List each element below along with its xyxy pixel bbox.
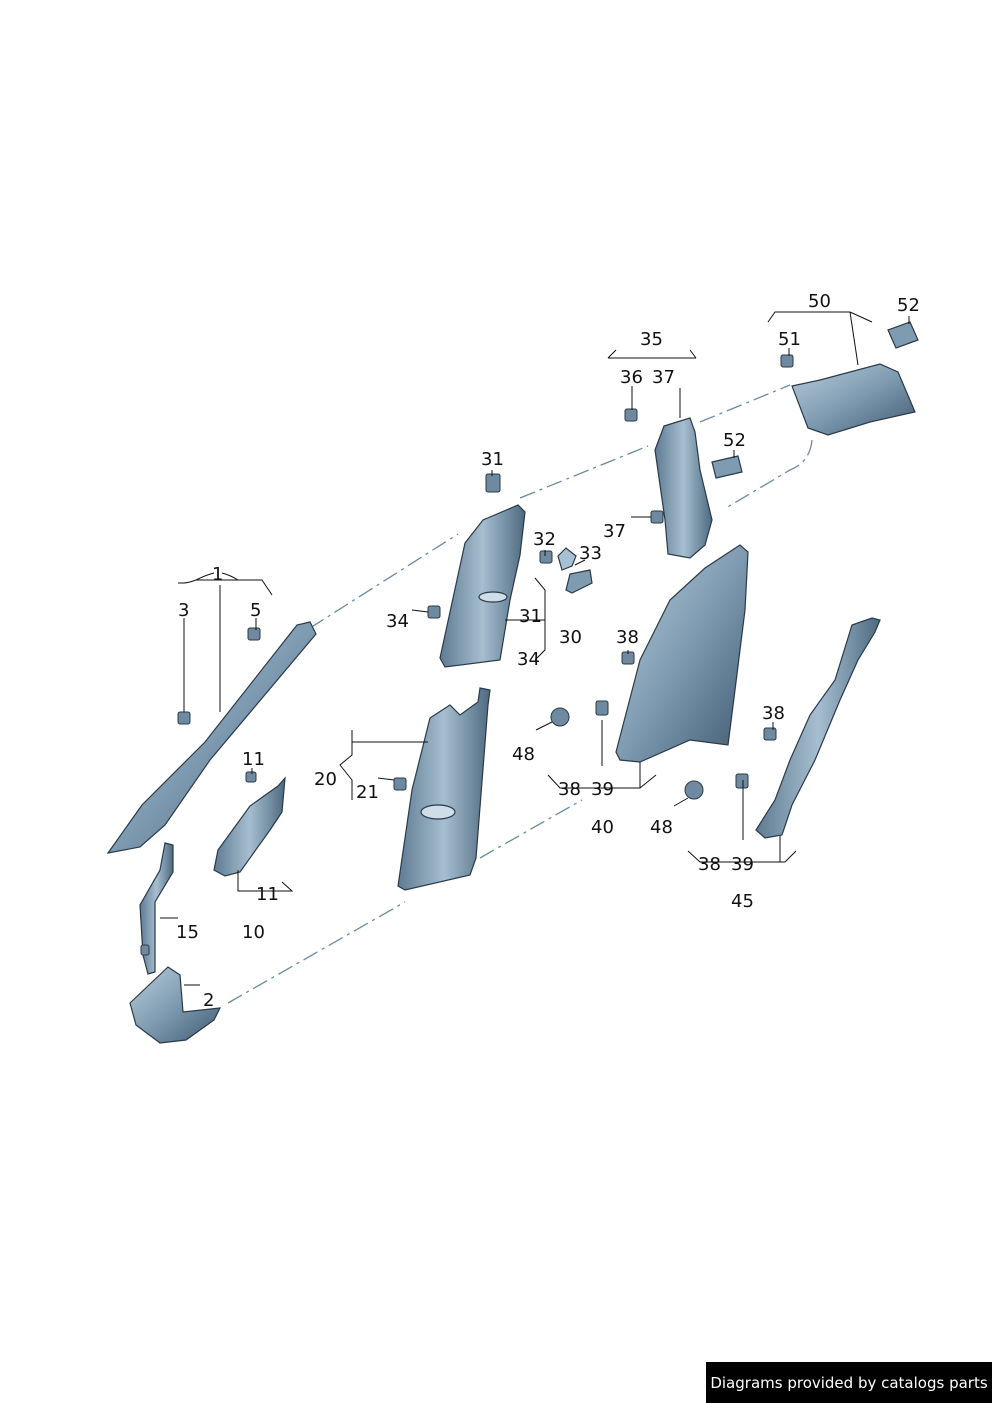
callout-32: 32	[533, 529, 556, 550]
callout-40: 40	[591, 817, 614, 838]
callout-38-rear: 38	[762, 703, 785, 724]
part-15-bracket	[139, 842, 174, 975]
callout-10: 10	[242, 922, 265, 943]
part-35-c-pillar	[654, 417, 713, 559]
part-33-lever	[557, 547, 577, 571]
credit-banner: Diagrams provided by catalogs parts	[706, 1362, 992, 1403]
callout-48-right: 48	[650, 817, 673, 838]
callout-33: 33	[579, 543, 602, 564]
callout-11-upper: 11	[242, 749, 265, 770]
part-20-recess	[420, 804, 456, 820]
callout-37-top: 37	[652, 367, 675, 388]
small-clips	[140, 354, 794, 956]
part-10-trim-piece	[213, 776, 286, 877]
callout-35: 35	[640, 329, 663, 350]
callout-21: 21	[356, 782, 379, 803]
callout-2: 2	[203, 990, 214, 1011]
callout-52-mid: 52	[723, 430, 746, 451]
callout-labels: 1 3 5 11 11 10 15 2 20 21 31 32 33 34 31…	[176, 291, 920, 1011]
callout-39-right: 39	[731, 854, 754, 875]
callout-34-bottom: 34	[517, 649, 540, 670]
callout-38-right: 38	[698, 854, 721, 875]
callout-39-left: 39	[591, 779, 614, 800]
callout-31-mid: 31	[519, 606, 542, 627]
callout-1: 1	[212, 564, 223, 585]
part-30-b-pillar-upper	[439, 504, 526, 668]
callout-52-top: 52	[897, 295, 920, 316]
callout-30: 30	[559, 627, 582, 648]
callout-51: 51	[778, 329, 801, 350]
part-40-d-pillar	[615, 544, 749, 763]
leader-lines	[160, 311, 910, 986]
callout-20: 20	[314, 769, 337, 790]
part-45-rear-trim	[755, 617, 881, 839]
callout-11-lower: 11	[256, 884, 279, 905]
callout-45: 45	[731, 891, 754, 912]
callout-15: 15	[176, 922, 199, 943]
callout-34-left: 34	[386, 611, 409, 632]
part-30-recess	[478, 591, 508, 603]
callout-48-left: 48	[512, 744, 535, 765]
callout-50: 50	[808, 291, 831, 312]
body-outline-dashed	[227, 384, 813, 1004]
part-52-clip-upper	[887, 321, 919, 349]
part-20-b-pillar-lower	[397, 687, 491, 891]
callout-5: 5	[250, 600, 261, 621]
part-33-switch	[565, 569, 593, 594]
callout-36: 36	[620, 367, 643, 388]
callout-37-mid: 37	[603, 521, 626, 542]
part-52-clip-lower	[711, 455, 743, 479]
part-1-a-pillar-trim	[106, 621, 317, 854]
callout-38-d-pillar: 38	[616, 627, 639, 648]
callout-38-left: 38	[558, 779, 581, 800]
callout-3: 3	[178, 600, 189, 621]
part-50-rear-upper	[791, 363, 916, 436]
callout-31-top: 31	[481, 449, 504, 470]
part-2-kick-panel	[129, 966, 222, 1044]
